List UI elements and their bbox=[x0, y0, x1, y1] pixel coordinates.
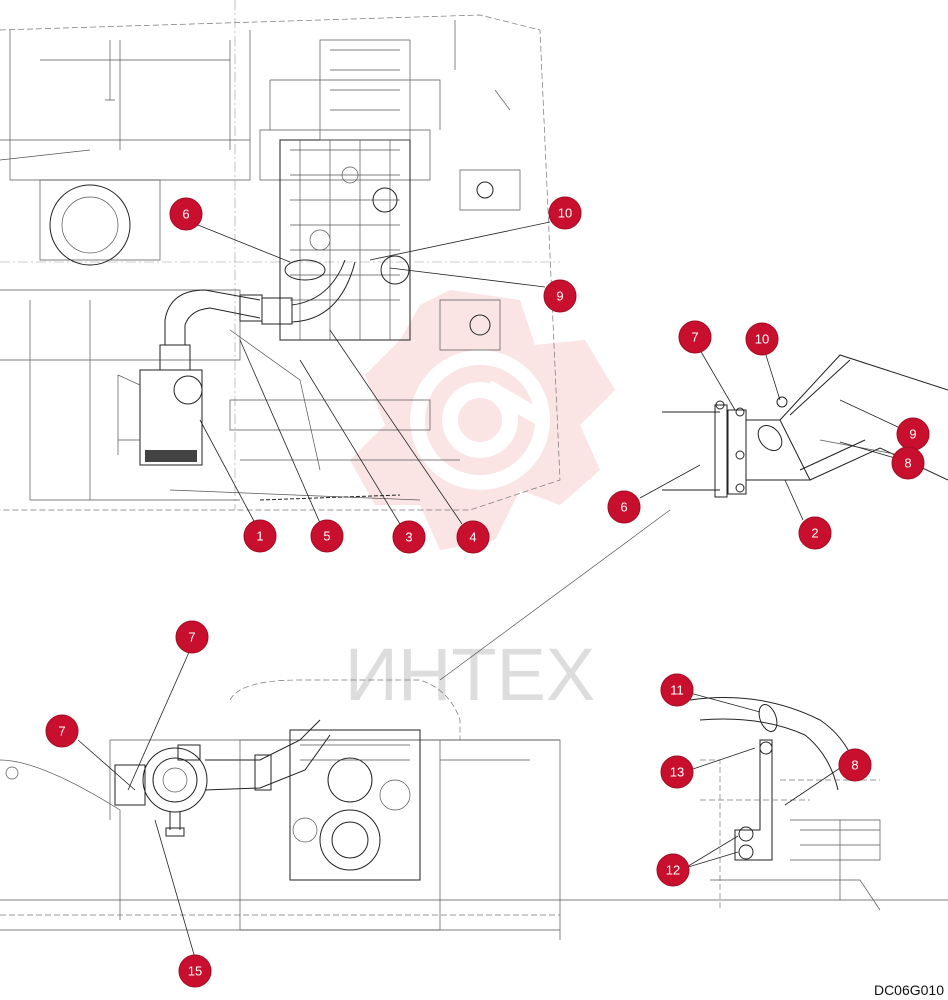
svg-text:9: 9 bbox=[556, 289, 563, 304]
drawing-code-label: DC06G010 bbox=[873, 982, 944, 998]
svg-text:10: 10 bbox=[755, 332, 769, 347]
detail-bracket-view bbox=[689, 697, 881, 911]
callout-9-detail: 9 bbox=[896, 417, 930, 451]
watermark-logo bbox=[350, 290, 615, 550]
callout-4-top: 4 bbox=[456, 520, 490, 554]
svg-text:7: 7 bbox=[58, 724, 65, 739]
callout-2-detail: 2 bbox=[798, 516, 832, 550]
callout-8-bracket: 8 bbox=[838, 748, 872, 782]
callout-3-top: 3 bbox=[392, 520, 426, 554]
callout-10-detail: 10 bbox=[745, 322, 779, 356]
callout-13-bracket: 13 bbox=[660, 755, 694, 789]
engine-top bbox=[279, 39, 411, 341]
svg-text:15: 15 bbox=[188, 964, 202, 979]
engine-front bbox=[289, 729, 421, 881]
detail-pipe-leaders bbox=[439, 349, 901, 681]
callout-9-top: 9 bbox=[543, 279, 577, 313]
watermark-text: ИНТЕХ bbox=[345, 633, 596, 716]
svg-text:8: 8 bbox=[904, 456, 911, 471]
front-view-drawing bbox=[0, 679, 948, 940]
svg-text:13: 13 bbox=[670, 765, 684, 780]
svg-text:5: 5 bbox=[323, 529, 330, 544]
callout-7-front-left: 7 bbox=[45, 714, 79, 748]
svg-text:9: 9 bbox=[909, 427, 916, 442]
callout-1-top: 1 bbox=[243, 519, 277, 553]
svg-text:12: 12 bbox=[666, 863, 680, 878]
svg-text:8: 8 bbox=[851, 758, 858, 773]
air-cleaner-front bbox=[114, 744, 208, 837]
callout-5-top: 5 bbox=[310, 519, 344, 553]
callout-10-top: 10 bbox=[548, 196, 582, 230]
svg-text:6: 6 bbox=[620, 500, 627, 515]
svg-text:7: 7 bbox=[188, 630, 195, 645]
front-view-leaders bbox=[77, 649, 196, 959]
svg-text:10: 10 bbox=[558, 206, 572, 221]
callout-7-front-upper: 7 bbox=[175, 620, 209, 654]
callout-8-detail: 8 bbox=[891, 446, 925, 480]
svg-text:4: 4 bbox=[469, 530, 476, 545]
callout-6-detail: 6 bbox=[607, 490, 641, 524]
svg-text:1: 1 bbox=[256, 529, 263, 544]
callout-6-top: 6 bbox=[169, 197, 203, 231]
callout-7-detail: 7 bbox=[678, 320, 712, 354]
detail-bracket-leaders bbox=[684, 692, 841, 869]
svg-text:7: 7 bbox=[691, 330, 698, 345]
callout-12-bracket: 12 bbox=[656, 853, 690, 887]
air-cleaner-top bbox=[117, 344, 203, 466]
top-view-leaders bbox=[197, 221, 551, 525]
svg-text:6: 6 bbox=[182, 207, 189, 222]
callout-11-bracket: 11 bbox=[660, 673, 694, 707]
svg-text:2: 2 bbox=[811, 526, 818, 541]
detail-pipe-view bbox=[662, 354, 948, 498]
svg-text:3: 3 bbox=[405, 530, 412, 545]
callout-15-front: 15 bbox=[178, 954, 212, 988]
svg-text:11: 11 bbox=[670, 683, 684, 698]
